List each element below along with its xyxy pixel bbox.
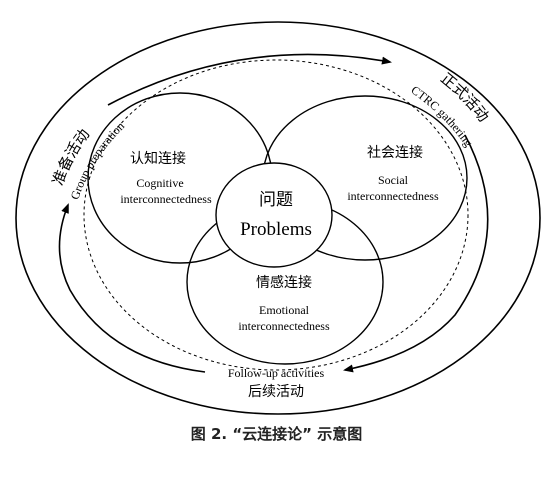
cognitive-zh-label: 认知连接	[130, 150, 186, 167]
outer-ellipse	[15, 21, 541, 415]
social-en-label: Social	[378, 173, 409, 187]
cognitive-en-label-2: interconnectedness	[120, 192, 212, 206]
right-arc	[343, 134, 489, 373]
cognitive-en-label: Cognitive	[136, 176, 183, 190]
figure-caption: 图 2. “云连接论” 示意图	[190, 425, 363, 443]
gathering-arrow	[107, 53, 392, 106]
emotional-zh-label: 情感连接	[256, 274, 312, 291]
followup-en-label: Follow-up activities	[228, 366, 325, 380]
emotional-en-label-2: interconnectedness	[238, 319, 330, 333]
dashed-ellipse	[83, 59, 469, 371]
left-arc	[58, 203, 206, 373]
emotional-en-label: Emotional	[259, 303, 310, 317]
social-zh-label: 社会连接	[367, 144, 423, 161]
social-en-label-2: interconnectedness	[347, 189, 439, 203]
followup-zh-label: 后续活动	[248, 383, 304, 400]
center-zh-label: 问题	[259, 190, 293, 210]
center-en-label: Problems	[240, 219, 312, 240]
center-circle	[215, 162, 333, 268]
